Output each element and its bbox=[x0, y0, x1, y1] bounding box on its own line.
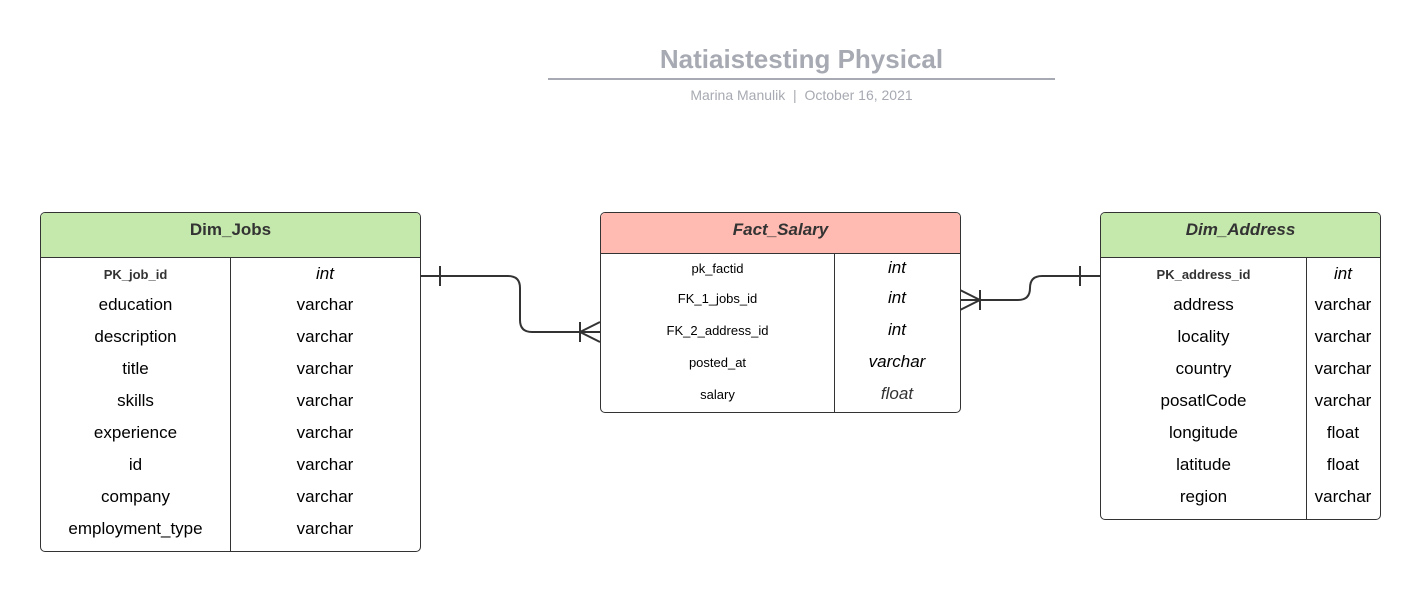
column-name: address bbox=[1173, 295, 1234, 314]
table-row: locality varchar bbox=[1101, 321, 1380, 353]
primary-key-name: PK_job_id bbox=[103, 266, 168, 282]
table-row: experience varchar bbox=[41, 417, 420, 449]
table-row: description varchar bbox=[41, 321, 420, 353]
table-row: title varchar bbox=[41, 353, 420, 385]
column-type: varchar bbox=[868, 352, 926, 371]
table-row: skills varchar bbox=[41, 385, 420, 417]
column-type: varchar bbox=[296, 359, 354, 378]
primary-key-name: PK_address_id bbox=[1156, 266, 1251, 282]
column-type: varchar bbox=[1314, 391, 1372, 410]
many-marker-fact-address-crow-top bbox=[959, 289, 981, 301]
column-type: varchar bbox=[296, 519, 354, 538]
table-row: education varchar bbox=[41, 289, 420, 321]
column-divider bbox=[834, 254, 835, 412]
many-marker-fact-jobs-crow-top bbox=[579, 321, 601, 333]
column-name: country bbox=[1175, 359, 1232, 378]
column-type: float bbox=[880, 384, 914, 403]
primary-key-type: int bbox=[316, 264, 334, 283]
column-name: posatlCode bbox=[1160, 391, 1247, 410]
table-row: latitude float bbox=[1101, 449, 1380, 481]
column-name: company bbox=[101, 487, 170, 506]
table-row: salary float bbox=[601, 378, 960, 410]
table-row: FK_2_address_id int bbox=[601, 314, 960, 346]
entity-dim-address[interactable]: Dim_Address PK_address_id int address va… bbox=[1100, 212, 1381, 520]
column-type: varchar bbox=[296, 391, 354, 410]
column-type: varchar bbox=[296, 455, 354, 474]
column-name: longitude bbox=[1168, 423, 1238, 442]
table-row: company varchar bbox=[41, 481, 420, 513]
column-name: salary bbox=[700, 386, 735, 402]
entity-header: Dim_Address bbox=[1101, 213, 1380, 258]
column-type: varchar bbox=[1314, 295, 1372, 314]
author-name: Marina Manulik bbox=[690, 87, 786, 103]
column-type: varchar bbox=[296, 487, 354, 506]
column-name: description bbox=[94, 327, 177, 346]
column-name: locality bbox=[1177, 327, 1230, 346]
table-row: PK_address_id int bbox=[1101, 258, 1380, 289]
table-row: posatlCode varchar bbox=[1101, 385, 1380, 417]
column-type: int bbox=[888, 258, 906, 277]
table-row: address varchar bbox=[1101, 289, 1380, 321]
many-marker-fact-jobs-crow-bottom bbox=[579, 331, 601, 343]
table-row: FK_1_jobs_id int bbox=[601, 282, 960, 314]
table-row: region varchar bbox=[1101, 481, 1380, 513]
page-subtitle: Marina Manulik | October 16, 2021 bbox=[548, 87, 1055, 103]
relationship-jobs-to-fact bbox=[420, 275, 600, 333]
column-type: varchar bbox=[1314, 487, 1372, 506]
column-type: float bbox=[1326, 423, 1360, 442]
primary-key-type: int bbox=[1334, 264, 1352, 283]
table-row: posted_at varchar bbox=[601, 346, 960, 378]
column-divider bbox=[1306, 258, 1307, 519]
table-row: id varchar bbox=[41, 449, 420, 481]
subtitle-separator: | bbox=[793, 87, 797, 103]
table-row: pk_factid int bbox=[601, 254, 960, 282]
column-type: float bbox=[1326, 455, 1360, 474]
column-name: skills bbox=[117, 391, 154, 410]
column-type: varchar bbox=[296, 295, 354, 314]
title-divider bbox=[548, 78, 1055, 80]
entity-dim-jobs[interactable]: Dim_Jobs PK_job_id int education varchar… bbox=[40, 212, 421, 552]
relationship-address-to-fact bbox=[960, 275, 1100, 301]
column-name: region bbox=[1179, 487, 1228, 506]
column-type: varchar bbox=[296, 327, 354, 346]
column-name: education bbox=[98, 295, 173, 314]
column-type: int bbox=[888, 288, 906, 307]
column-name: employment_type bbox=[68, 519, 203, 538]
column-type: varchar bbox=[296, 423, 354, 442]
column-type: varchar bbox=[1314, 359, 1372, 378]
column-divider bbox=[230, 258, 231, 551]
column-name: title bbox=[122, 359, 149, 378]
entity-header: Fact_Salary bbox=[601, 213, 960, 254]
column-name: latitude bbox=[1176, 455, 1231, 474]
table-row: PK_job_id int bbox=[41, 258, 420, 289]
column-name: FK_1_jobs_id bbox=[677, 290, 758, 306]
table-row: longitude float bbox=[1101, 417, 1380, 449]
column-name: FK_2_address_id bbox=[666, 322, 769, 338]
entity-header: Dim_Jobs bbox=[41, 213, 420, 258]
page-title: Natiaistesting Physical bbox=[659, 44, 944, 74]
table-row: country varchar bbox=[1101, 353, 1380, 385]
entity-fact-salary[interactable]: Fact_Salary pk_factid int FK_1_jobs_id i… bbox=[600, 212, 961, 413]
document-date: October 16, 2021 bbox=[804, 87, 913, 103]
column-name: posted_at bbox=[688, 354, 747, 370]
table-row: employment_type varchar bbox=[41, 513, 420, 545]
column-name: pk_factid bbox=[691, 260, 744, 276]
column-name: id bbox=[128, 455, 143, 474]
column-name: experience bbox=[93, 423, 178, 442]
column-type: int bbox=[888, 320, 906, 339]
many-marker-fact-address-crow-bottom bbox=[959, 299, 981, 311]
column-type: varchar bbox=[1314, 327, 1372, 346]
